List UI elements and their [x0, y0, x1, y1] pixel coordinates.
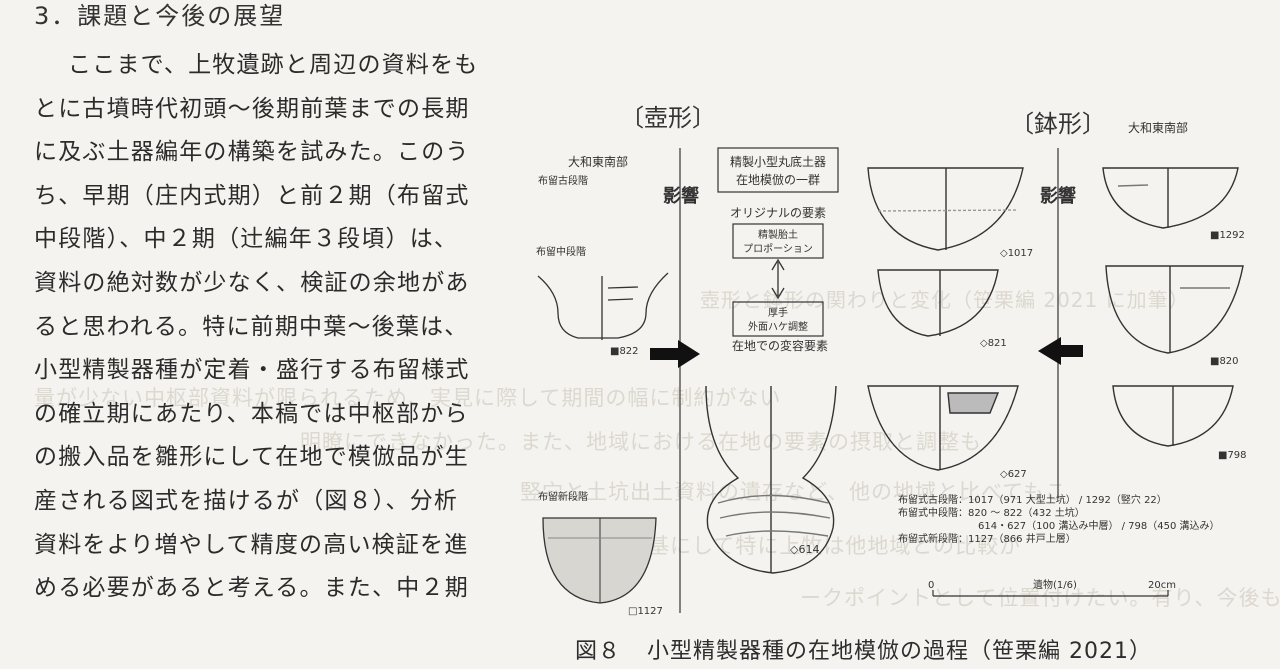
furu-old-label: 布留古段階	[538, 174, 588, 187]
legend-line: 布留式古段階：1017（971 大型土坑） / 1292（竪穴 22）	[898, 493, 1167, 506]
yamato-right-label: 大和東南部	[1128, 120, 1188, 135]
label-822: ■822	[610, 346, 639, 357]
figure-caption-text: 小型精製器種の在地模倣の過程（笹栗編 2021）	[647, 639, 1152, 664]
label-1292: ■1292	[1210, 230, 1245, 241]
original-elements-label: オリジナルの要素	[730, 206, 826, 220]
furu-mid-label: 布留中段階	[536, 245, 586, 258]
influence-right-label: 影響	[1040, 185, 1076, 207]
svg-text:0: 0	[928, 580, 934, 591]
pottery-1127	[542, 517, 657, 604]
pottery-1292	[1102, 167, 1239, 229]
label-614: ◇614	[790, 543, 819, 556]
svg-text:外面ハケ調整: 外面ハケ調整	[748, 320, 808, 333]
text-line: とに古墳時代初頭～後期前葉までの長期	[34, 95, 470, 122]
flow-box-mid: 精製胎土 プロポーション	[732, 223, 824, 259]
label-627: ◇627	[1000, 469, 1027, 480]
pottery-822	[537, 272, 669, 340]
legend-line: 614・627（100 溝込み中層） / 798（450 溝込み）	[978, 519, 1220, 532]
influence-left-label: 影響	[663, 185, 699, 207]
body-paragraph: ここまで、上牧遺跡と周辺の資料をも とに古墳時代初頭～後期前葉までの長期 に及ぶ…	[34, 44, 524, 611]
text-line: 小型精製器種が定着・盛行する布留様式	[34, 357, 470, 384]
section-heading: 3．課題と今後の展望	[34, 2, 286, 30]
furu-new-label: 布留新段階	[538, 490, 588, 503]
text-line: の確立期にあたり、本稿では中枢部から	[34, 400, 469, 427]
text-line: める必要があると考える。また、中２期	[34, 575, 469, 602]
bleed-through-text: 竪穴と土坑出土資料の遺存など、他の地域と比べてもこ	[520, 480, 1068, 504]
legend-line: 布留式中段階：820 ～ 822（432 土坑）	[898, 506, 1085, 519]
yamato-left-label: 大和東南部	[568, 154, 628, 169]
figure-number: 図８	[575, 639, 622, 664]
text-line: ここまで、上牧遺跡と周辺の資料をも	[68, 52, 479, 78]
svg-text:在地模倣の一群: 在地模倣の一群	[736, 172, 820, 187]
svg-text:精製胎土: 精製胎土	[758, 228, 798, 241]
svg-text:厚手: 厚手	[768, 306, 788, 319]
legend-line: 布留式新段階：1127（866 井戸上層）	[898, 532, 1076, 545]
hachi-title: 〔鉢形〕	[1010, 110, 1106, 138]
svg-text:遺物(1/6): 遺物(1/6)	[1033, 578, 1077, 591]
figure-caption: 図８ 小型精製器種の在地模倣の過程（笹栗編 2021）	[575, 633, 1152, 665]
label-1017: ◇1017	[1000, 248, 1033, 259]
text-line: に及ぶ土器編年の構築を試みた。このう	[34, 139, 470, 166]
label-798: ■798	[1218, 450, 1247, 461]
bleed-through-text: 明瞭にできなかった。また、地域における在地の要素の摂取と調整も	[300, 430, 982, 454]
label-820: ■820	[1210, 356, 1239, 367]
pottery-627	[867, 385, 1019, 471]
double-arrow-icon	[771, 258, 785, 300]
svg-text:プロポーション: プロポーション	[743, 243, 813, 255]
text-line: ち、早期（庄内式期）と前２期（布留式	[34, 182, 470, 209]
pottery-614	[705, 385, 837, 574]
bleed-through-text: ークポイントとして位置付けたい。有り、今後も	[800, 586, 1280, 610]
pottery-1017	[867, 167, 1024, 251]
arrow-left-icon	[1038, 337, 1083, 365]
bleed-through-text: 量が少ない中枢部資料が限られるため、実見に際して期間の幅に制約がない	[34, 386, 782, 410]
text-line: 資料をより増やして精度の高い検証を進	[34, 531, 469, 558]
pottery-821	[877, 269, 999, 337]
label-821: ◇821	[980, 338, 1007, 349]
figure-8-diagram: 〔壺形〕 〔鉢形〕 大和東南部 大和東南部 布留古段階 布留中段階 布留新段階 …	[536, 104, 1247, 617]
flow-box-top: 精製小型丸底土器 在地模倣の一群	[717, 147, 839, 193]
svg-text:20cm: 20cm	[1148, 580, 1176, 591]
local-change-label: 在地での変容要素	[732, 338, 828, 353]
text-line: 中段階）、中２期（辻編年３段頃）は、	[34, 226, 459, 253]
text-line: ると思われる。特に前期中葉～後葉は、	[34, 313, 469, 340]
pottery-820	[1105, 265, 1244, 354]
scale-bar: 0 遺物(1/6) 20cm	[928, 578, 1176, 597]
text-line: 資料の絶対数が少なく、検証の余地があ	[34, 269, 470, 296]
label-1127: □1127	[628, 606, 663, 617]
text-line: 産される図式を描けるが（図８）、分析	[34, 487, 459, 514]
arrow-right-icon	[650, 340, 700, 368]
text-line: の搬入品を雛形にして在地で模倣品が生	[34, 444, 469, 471]
tsubo-title: 〔壺形〕	[620, 104, 716, 132]
flow-box-low: 厚手 外面ハケ調整	[732, 301, 824, 337]
pottery-798	[1112, 385, 1234, 447]
svg-text:精製小型丸底土器: 精製小型丸底土器	[730, 154, 826, 169]
